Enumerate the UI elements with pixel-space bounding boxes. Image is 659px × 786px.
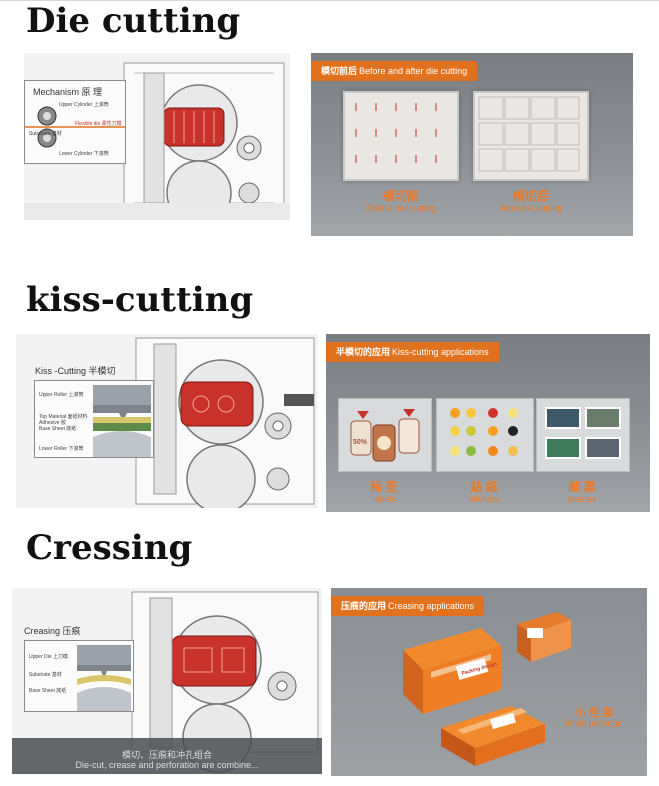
top-material-label: Top Material 面纸材料 (39, 414, 88, 420)
machine-drawing (12, 591, 322, 774)
upper-cylinder-label: Upper Cylinder 上滚筒 (59, 102, 109, 108)
page-border (0, 0, 659, 1)
after-caption-en: After die cutting (499, 203, 563, 213)
kiss-cutting-diagram (93, 385, 151, 457)
stamps-art (545, 407, 621, 459)
creasing-machine-illustration: Creasing 压痕 Upper Die 上刀模 Substrate 基材 B… (12, 588, 322, 774)
creasing-inset: Upper Die 上刀模 Substrate 基材 Base Sheet 底纸 (24, 640, 134, 712)
heading-kiss-cutting: kiss-cutting (26, 280, 254, 320)
flexible-die-label: Flexible die 柔性刀模 (75, 121, 122, 127)
sheet-after (473, 91, 589, 181)
mechanism-inset: Mechanism 原 理 Upper Cylinder 上滚筒 Flexibl… (24, 80, 126, 164)
kiss-cutting-inset: Kiss -Cutting 半模切 Upper Roller 上滚筒 Top M… (34, 366, 154, 458)
sheet-before (343, 91, 459, 181)
labels-art (350, 409, 420, 462)
adhesive-label: Adhesive 胶 (39, 420, 66, 426)
subtitle-cn: 模切、压痕和冲孔组合 (121, 750, 212, 760)
before-caption-cn: 模切前 (382, 189, 419, 203)
mechanism-title: Mechanism 原 理 (33, 87, 103, 97)
creasing-title: Creasing 压痕 (24, 626, 81, 636)
package-caption-cn: 小 包 装 (574, 707, 614, 719)
after-grid (478, 96, 580, 172)
lower-cylinder-label: Lower Cylinder 下滚筒 (59, 151, 109, 157)
mechanism-diagram (25, 106, 125, 148)
heading-creasing: Cressing (26, 528, 193, 568)
stamps-caption-cn: 邮 票 (568, 480, 596, 494)
kiss-cutting-title: Kiss -Cutting 半模切 (35, 366, 116, 376)
labels-caption-en: labels (372, 494, 396, 504)
labels-caption-cn: 标 签 (370, 480, 398, 494)
stickers-card (436, 398, 534, 472)
lower-roller-label: Lower Roller 下滚筒 (39, 446, 84, 452)
substrate-label: Substrate 基材 (29, 131, 62, 137)
kiss-cutting-machine-illustration: Kiss -Cutting 半模切 Upper Roller 上滚筒 Top M… (16, 334, 318, 508)
stickers-art (450, 408, 518, 456)
package-caption-en: Small package (563, 718, 623, 728)
before-grid (355, 103, 437, 163)
heading-die-cutting: Die cutting (26, 1, 241, 41)
machine-drawing (135, 337, 315, 508)
labels-card: 50% (338, 398, 432, 472)
stickers-caption-en: stickers (468, 494, 500, 504)
stamps-caption-en: stamps (567, 494, 597, 504)
creasing-diagram (77, 645, 131, 711)
die-cutting-machine-illustration: Mechanism 原 理 Upper Cylinder 上滚筒 Flexibl… (24, 53, 290, 220)
upper-roller-label: Upper Roller 上滚筒 (39, 392, 84, 398)
before-caption-en: Before die cutting (365, 203, 437, 213)
after-caption-cn: 模切后 (512, 189, 549, 203)
substrate-label: Substrate 基材 (29, 672, 62, 678)
base-sheet-label: Base Sheet 底纸 (39, 426, 77, 432)
upper-die-label: Upper Die 上刀模 (29, 654, 68, 660)
label-tag-text: 50% (353, 439, 368, 446)
subtitle-en: Die-cut, crease and perforation are comb… (75, 760, 259, 770)
stickers-caption-cn: 贴 纸 (470, 480, 498, 494)
package-boxes-art (403, 612, 571, 766)
base-sheet-label: Base Sheet 底纸 (29, 688, 67, 694)
stamps-card (536, 398, 630, 472)
machine-drawing (24, 62, 290, 220)
